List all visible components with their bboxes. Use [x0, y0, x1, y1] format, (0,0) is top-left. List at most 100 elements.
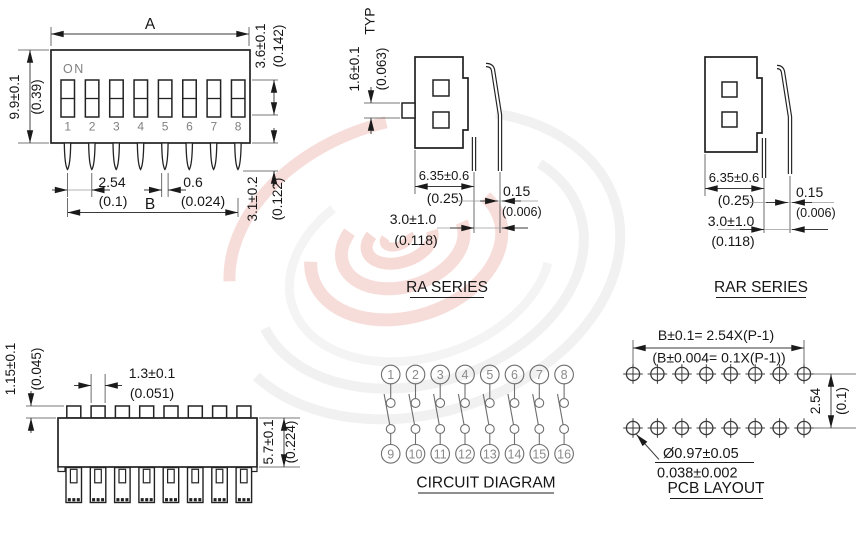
ra-body: [414, 56, 469, 149]
dim-pin-pitch: 2.54 (0.1): [52, 173, 127, 209]
svg-text:(0.118): (0.118): [711, 233, 754, 249]
svg-text:(B±0.004= 0.1X(P-1)): (B±0.004= 0.1X(P-1)): [652, 350, 785, 366]
switch-position-numbers: 1 2 3 4 5 6 7 8: [64, 120, 241, 134]
svg-text:9: 9: [387, 448, 394, 462]
dim-pcb-span: B±0.1= 2.54X(P-1) (B±0.004= 0.1X(P-1)): [632, 327, 805, 366]
svg-text:1: 1: [64, 120, 71, 134]
svg-text:TYP: TYP: [362, 7, 378, 34]
svg-text:3.1±0.2: 3.1±0.2: [245, 177, 260, 222]
svg-text:8: 8: [235, 120, 242, 134]
svg-text:11: 11: [434, 448, 447, 462]
front-view: ON 1 2 3 4 5 6 7 8 A 9.9±0.1 (0: [7, 16, 286, 221]
rar-series-title: RAR SERIES: [714, 279, 808, 296]
circuit-diagram-title: CIRCUIT DIAGRAM: [416, 475, 555, 492]
svg-text:0.038±0.002: 0.038±0.002: [657, 466, 738, 482]
dim-rar-pin-standoff: 3.0±1.0 (0.118): [708, 213, 828, 249]
svg-text:15: 15: [532, 448, 546, 462]
svg-text:5: 5: [162, 120, 169, 134]
dim-pin-length: 3.1±0.2 (0.122): [243, 128, 285, 221]
ra-series-view: 1.6±0.1 (0.063) TYP 6.35±0.6 (0.25) 0.15…: [347, 7, 542, 299]
svg-text:8: 8: [561, 368, 568, 382]
svg-text:B±0.1= 2.54X(P-1): B±0.1= 2.54X(P-1): [658, 327, 774, 343]
svg-text:1.6±0.1: 1.6±0.1: [347, 47, 362, 92]
svg-text:4: 4: [137, 120, 144, 134]
svg-text:3.0±1.0: 3.0±1.0: [390, 211, 437, 227]
svg-text:5: 5: [486, 368, 493, 382]
circuit-bottom-terminal-numbers: 9 10 11 12 13 14 15 16: [387, 448, 571, 462]
svg-text:(0.25): (0.25): [718, 192, 755, 208]
svg-text:(0.142): (0.142): [271, 25, 286, 68]
svg-text:13: 13: [483, 448, 497, 462]
svg-text:(0.051): (0.051): [130, 385, 174, 401]
svg-text:10: 10: [409, 448, 423, 462]
svg-text:(0.224): (0.224): [283, 421, 298, 464]
ra-side-actuator-tab: [401, 102, 416, 119]
rar-contact-window-2: [721, 111, 738, 128]
svg-text:2: 2: [412, 368, 419, 382]
dim-pcb-row-spacing: 2.54 (0.1): [808, 373, 856, 429]
svg-text:(0.25): (0.25): [427, 190, 464, 206]
circuit-top-terminal-numbers: 1 2 3 4 5 6 7 8: [387, 368, 567, 382]
side-foot-left: [57, 466, 66, 473]
svg-text:6.35±0.6: 6.35±0.6: [709, 170, 760, 185]
dim-side-body-height: 5.7±0.1 (0.224): [259, 417, 300, 468]
svg-text:Ø0.97±0.05: Ø0.97±0.05: [663, 446, 739, 462]
svg-text:A: A: [145, 16, 156, 33]
dim-ra-pin-thickness: 0.15 (0.006): [456, 172, 542, 233]
svg-text:3: 3: [113, 120, 120, 134]
dim-bump-height: 1.15±0.1 (0.045): [3, 343, 64, 433]
svg-text:(0.118): (0.118): [394, 232, 437, 248]
svg-text:0.15: 0.15: [796, 184, 823, 200]
dim-rar-pin-thickness: 0.15 (0.006): [746, 176, 836, 233]
svg-text:5.7±0.1: 5.7±0.1: [261, 420, 276, 465]
svg-text:(0.006): (0.006): [502, 205, 542, 219]
dim-ra-pin-standoff: 3.0±1.0 (0.118): [390, 211, 528, 248]
rar-body: [704, 56, 763, 153]
svg-text:7: 7: [210, 120, 217, 134]
dim-actuator-window: 3.6±0.1 (0.142): [252, 24, 286, 116]
side-profile-view: 1.15±0.1 (0.045) 1.3±0.1 (0.051) 5.7±0.1…: [3, 343, 300, 504]
svg-text:7: 7: [536, 368, 543, 382]
svg-text:0.6: 0.6: [183, 174, 203, 190]
svg-text:4: 4: [462, 368, 469, 382]
ra-contact-window-1: [432, 79, 450, 97]
svg-text:(0.39): (0.39): [29, 79, 44, 114]
svg-text:(0.122): (0.122): [270, 178, 285, 221]
svg-text:2.54: 2.54: [808, 387, 823, 414]
svg-text:3: 3: [437, 368, 444, 382]
on-label: ON: [63, 62, 85, 76]
dim-ra-body-width: 6.35±0.6 (0.25): [414, 150, 475, 233]
svg-text:(0.006): (0.006): [796, 206, 836, 220]
svg-text:6.35±0.6: 6.35±0.6: [419, 168, 470, 183]
svg-text:16: 16: [557, 448, 571, 462]
svg-text:2: 2: [89, 120, 96, 134]
pcb-layout: B±0.1= 2.54X(P-1) (B±0.004= 0.1X(P-1)) 2…: [622, 327, 856, 500]
rar-series-view: 6.35±0.6 (0.25) 0.15 (0.006) 3.0±1.0 (0.…: [704, 56, 836, 299]
svg-text:(0.1): (0.1): [99, 193, 128, 209]
dim-overall-width-A: A: [50, 16, 250, 46]
svg-text:(0.1): (0.1): [834, 387, 849, 415]
circuit-diagram: 1 2 3 4 5 6 7 8 9 10 11 12 13 14 15 16 C…: [380, 364, 574, 494]
pcb-hole-callout: Ø0.97±0.05 0.038±0.002: [636, 434, 754, 482]
ra-contact-window-2: [432, 111, 450, 129]
svg-text:1.3±0.1: 1.3±0.1: [129, 365, 176, 381]
side-body: [57, 417, 258, 468]
dim-pin-span-B: B: [67, 196, 239, 217]
svg-text:6: 6: [511, 368, 518, 382]
svg-text:1.15±0.1: 1.15±0.1: [3, 343, 18, 395]
svg-text:(0.063): (0.063): [374, 48, 389, 91]
svg-text:14: 14: [508, 448, 522, 462]
svg-text:(0.045): (0.045): [29, 348, 44, 391]
svg-text:3.6±0.1: 3.6±0.1: [253, 24, 268, 69]
rar-contact-window-1: [721, 81, 738, 98]
svg-text:12: 12: [458, 448, 472, 462]
svg-text:9.9±0.1: 9.9±0.1: [7, 75, 22, 120]
pcb-layout-title: PCB LAYOUT: [667, 480, 765, 497]
svg-text:6: 6: [186, 120, 193, 134]
svg-text:1: 1: [387, 368, 394, 382]
svg-text:2.54: 2.54: [98, 174, 125, 190]
leader-arrow: [636, 434, 660, 460]
svg-text:B: B: [145, 196, 155, 213]
